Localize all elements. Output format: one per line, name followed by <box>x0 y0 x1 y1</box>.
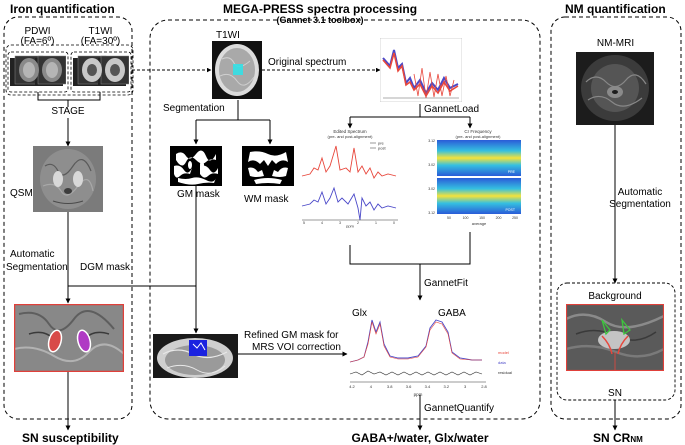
t1wi-fa-label: (FA=30º) <box>80 36 121 47</box>
edited-spectrum-title: Edited Spectrum <box>333 129 367 134</box>
glx-label: Glx <box>352 308 367 319</box>
cr-ytick-3: 3.12 <box>428 211 435 215</box>
sn-crnm-output-sub: NM <box>630 435 643 444</box>
wm-mask-image <box>242 146 294 186</box>
fit-xlabel: ppm <box>414 392 423 397</box>
cr-ytick-0: 3.12 <box>428 139 435 143</box>
stage-merge-line <box>37 92 101 101</box>
mega-t1wi-label: T1WI <box>216 30 240 41</box>
nm-panel-frame <box>550 16 682 420</box>
refined-mask-label-2: MRS VOI correction <box>252 342 341 353</box>
t1wi-stack-frame <box>70 51 132 93</box>
gannet-toolbox-subtitle: (Gannet 3.1 toolbox) <box>276 15 364 25</box>
sn-susceptibility-output: SN susceptibility <box>22 431 119 445</box>
fit-legend-model: model <box>498 350 509 355</box>
pdwi-stack-frame <box>7 51 69 93</box>
cr-title: Cr Frequency <box>464 129 492 134</box>
edited-spectrum-plot: Edited Spectrum (pre- and post-alignment… <box>301 129 398 229</box>
iron-quantification-title: Iron quantification <box>10 2 115 16</box>
nm-mri-image <box>576 52 654 125</box>
fit-xtick-3: 3.6 <box>406 384 412 389</box>
input-stack-frame <box>5 44 134 96</box>
fit-xtick-5: 3.2 <box>444 384 450 389</box>
edited-xtick-1: 4 <box>321 221 323 225</box>
gm-mask-label: GM mask <box>177 189 220 200</box>
sn-crnm-output: SN CRNM <box>593 431 643 445</box>
gaba-label: GABA <box>438 308 466 319</box>
refined-mask-label-1: Refined GM mask for <box>244 330 339 341</box>
gannet-fit-label: GannetFit <box>424 278 468 289</box>
fit-legend-data: data <box>498 360 507 365</box>
edited-xtick-2: 3 <box>339 221 341 225</box>
iron-auto-seg-label-2: Segmentation <box>6 262 68 273</box>
fit-xtick-7: 2.8 <box>481 384 487 389</box>
t1wi-image-stack <box>73 55 129 86</box>
edited-legend-pre: pre <box>378 141 385 146</box>
fit-xtick-2: 3.8 <box>387 384 393 389</box>
iron-auto-seg-label-1: Automatic <box>10 249 55 260</box>
cr-xtick-4: 250 <box>512 216 518 220</box>
nm-roi-frame <box>556 282 676 401</box>
t1wi-input-label: T1WI <box>88 26 113 37</box>
original-spectrum-label: Original spectrum <box>268 57 347 68</box>
nm-roi-image <box>566 304 664 371</box>
mega-panel-frame <box>149 19 541 420</box>
cr-tag-pre: PRE <box>508 170 516 174</box>
cr-xtick-2: 150 <box>479 216 485 220</box>
sn-segmentation-image <box>14 304 124 372</box>
fit-xtick-4: 3.4 <box>425 384 431 389</box>
edited-legend-post: post <box>378 146 386 151</box>
qsm-label: QSM <box>10 188 33 199</box>
edited-xtick-0: 5 <box>303 221 305 225</box>
segmentation-label: Segmentation <box>163 103 225 114</box>
nm-auto-seg-label-2: Segmentation <box>609 199 671 210</box>
fit-xtick-6: 3 <box>464 384 467 389</box>
dgm-mask-label: DGM mask <box>80 262 130 273</box>
cr-subtitle: (pre- and post-alignment) <box>456 134 502 139</box>
edited-xlabel: ppm <box>346 224 354 229</box>
gm-mask-image <box>170 146 222 186</box>
pdwi-label-text: PDWI <box>24 26 51 37</box>
fit-xtick-0: 4.2 <box>349 384 355 389</box>
original-spectrum-plot <box>380 38 462 102</box>
nm-background-label: Background <box>588 291 642 302</box>
nm-mri-label: NM-MRI <box>596 38 635 49</box>
qsm-image <box>33 146 103 212</box>
cr-xtick-3: 200 <box>496 216 502 220</box>
t1wi-voi-image <box>212 41 262 99</box>
edited-xtick-3: 2 <box>357 221 359 225</box>
edited-xtick-4: 1 <box>375 221 377 225</box>
stage-label: STAGE <box>51 106 85 117</box>
edited-xtick-5: 0 <box>393 221 395 225</box>
cr-frequency-plot: Cr Frequency (pre- and post-alignment) P… <box>428 129 521 226</box>
pdwi-fa-label: (FA=6º) <box>20 36 55 47</box>
gannet-fit-plot: Glx GABA model data residual 4.2 4 3.8 3.6 3… <box>349 308 512 397</box>
cr-ytick-1: 3.02 <box>428 163 435 167</box>
sn-crnm-output-main: SN CR <box>593 431 631 445</box>
cr-tag-post: POST <box>505 208 515 212</box>
mega-press-title: MEGA-PRESS spectra processing <box>222 2 418 16</box>
nm-auto-seg-label-1: Automatic <box>617 187 663 198</box>
pdwi-image-stack <box>10 55 66 86</box>
fit-legend-residual: residual <box>498 370 512 375</box>
edited-spectrum-subtitle: (pre- and post-alignment) <box>328 134 374 139</box>
fit-xtick-1: 4 <box>370 384 373 389</box>
cr-ytick-2: 3.02 <box>428 187 435 191</box>
nm-quantification-title: NM quantification <box>565 2 666 16</box>
cr-xtick-1: 100 <box>463 216 469 220</box>
gannet-load-label: GannetLoad <box>424 104 480 115</box>
cr-xtick-0: 50 <box>447 216 451 220</box>
gaba-glx-output: GABA+/water, Glx/water <box>351 431 489 445</box>
gannet-quantify-label: GannetQuantify <box>424 403 495 414</box>
cr-xlabel: average <box>472 221 487 226</box>
pdwi-label: PDWI <box>10 26 65 38</box>
wm-mask-label: WM mask <box>244 194 289 205</box>
nm-sn-label: SN <box>608 388 622 399</box>
refined-voi-image <box>153 334 238 378</box>
